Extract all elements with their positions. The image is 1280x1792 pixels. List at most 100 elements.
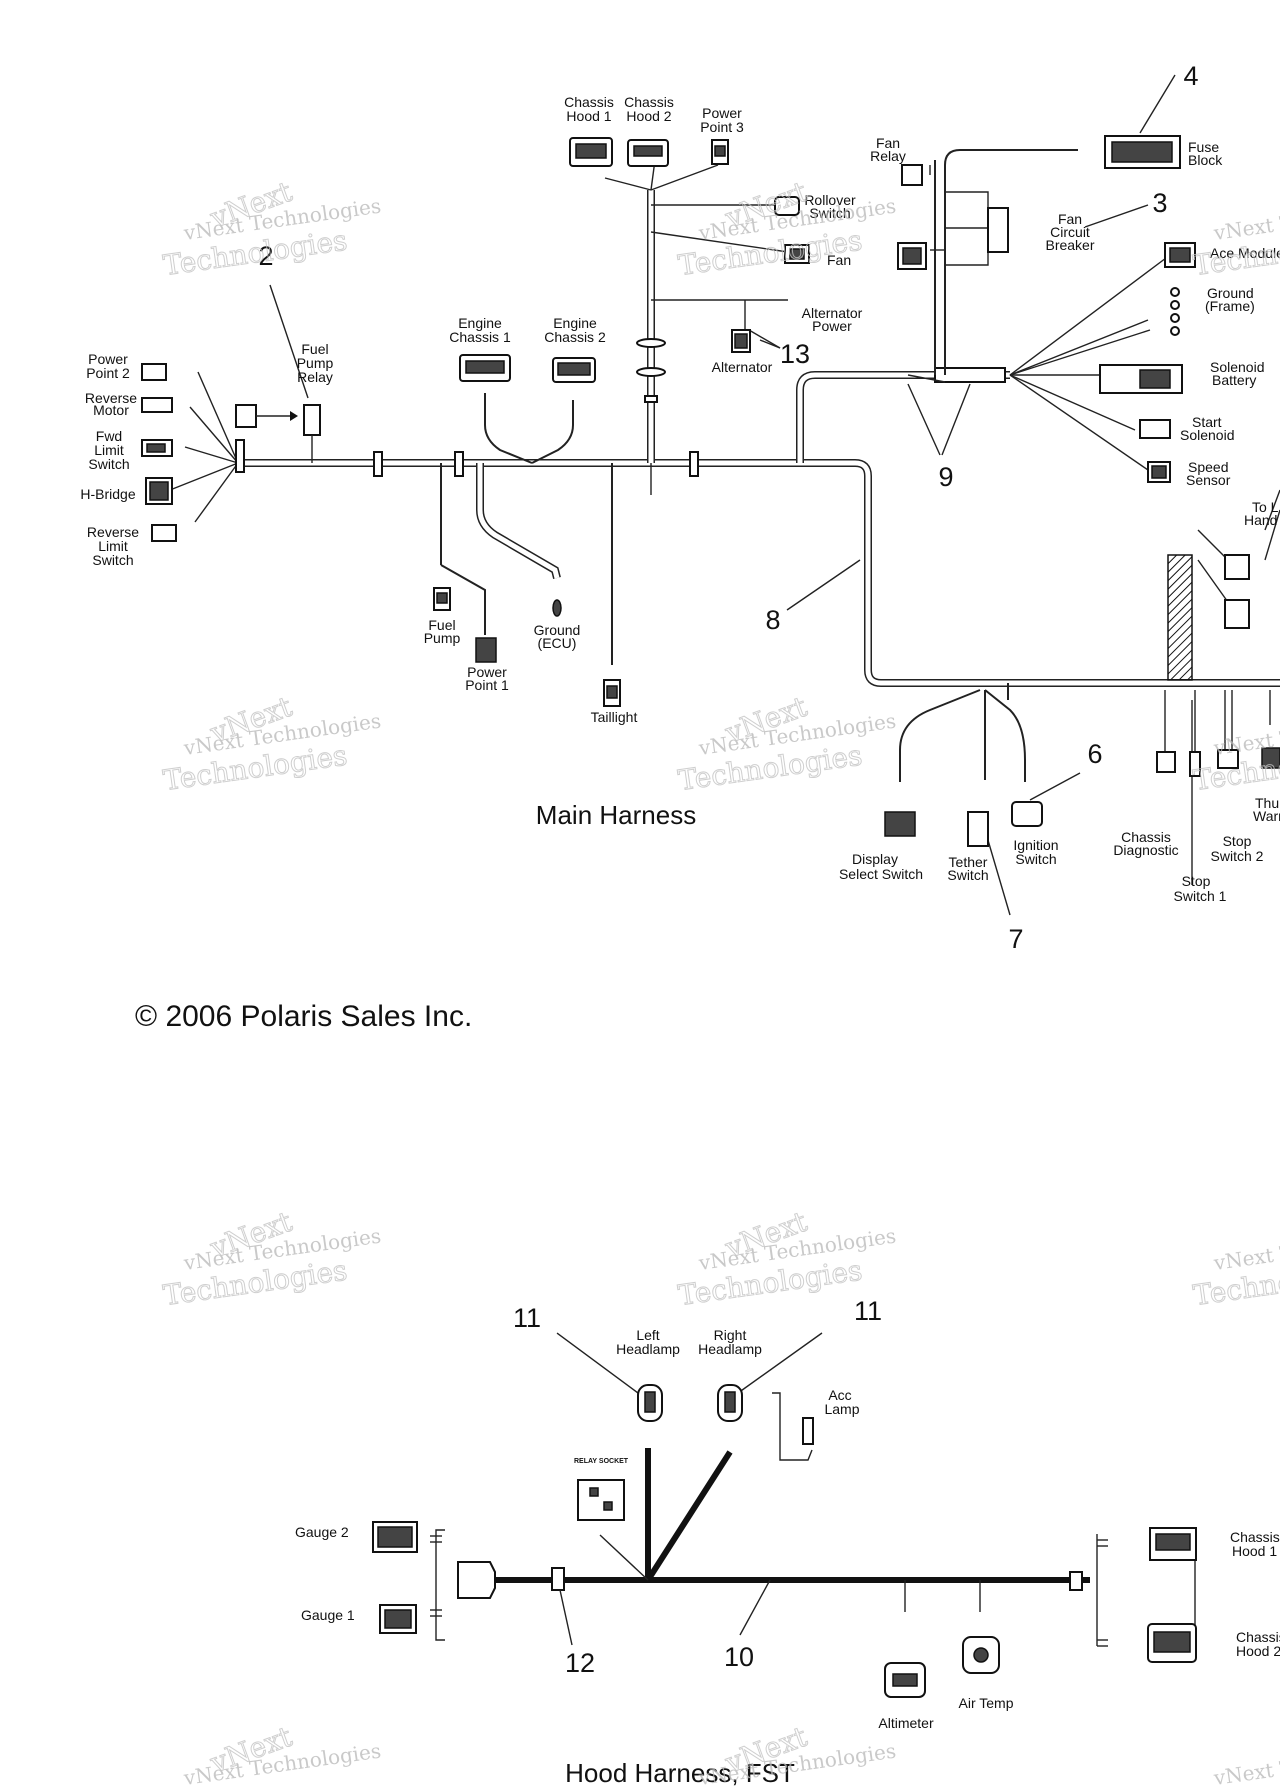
watermark-12: vNext Technologies [1211, 1739, 1280, 1791]
label-display-select-switch-l2: Select Switch [839, 866, 923, 882]
watermark-6: vNext Technologies Technologies [1191, 709, 1280, 798]
label-reverse-motor-l1: Reverse [85, 390, 137, 406]
label-start-solenoid-l2: Solenoid [1180, 427, 1235, 443]
reverse-limit-switch-connector [151, 524, 177, 542]
label-taillight: Taillight [591, 709, 638, 725]
callout-4: 4 [1183, 61, 1198, 91]
label-ground-ecu-l1: Ground [534, 622, 581, 638]
label-stop-switch-2-l2: Switch 2 [1211, 848, 1264, 864]
label-engine-chassis-2-l2: Chassis 2 [544, 329, 606, 345]
label-left-headlamp-l1: Left [636, 1327, 659, 1343]
display-select-switch-connector [884, 811, 916, 837]
label-chassis-hood-1-l2: Hood 1 [566, 108, 611, 124]
hood-harness-wires [430, 1332, 1196, 1647]
label-ground-frame-l1: Ground [1207, 285, 1254, 301]
label-fan-relay-l1: Fan [876, 135, 900, 151]
ground-ecu-connector [552, 599, 562, 617]
label-reverse-limit-switch-l2: Limit [98, 538, 128, 554]
svg-text:Ground(Frame): Ground(Frame) [1205, 285, 1255, 314]
label-chassis-hood-2-l2: Hood 2 [626, 108, 671, 124]
label-ignition-switch-l1: Ignition [1013, 837, 1058, 853]
label-right-headlamp-l2: Headlamp [698, 1341, 762, 1357]
label-acc-lamp-l2: Lamp [824, 1401, 859, 1417]
callout-11-left: 11 [513, 1303, 541, 1333]
label-to-handlebar-l1: To L [1252, 499, 1279, 515]
hood-callouts: 10 11 11 12 [513, 1296, 882, 1678]
watermark-3: vNext Technologies Technologies [1191, 194, 1280, 283]
label-chassis-hood-1-l1: Chassis [564, 94, 614, 110]
label-tether-switch-l1: Tether [949, 854, 988, 870]
label-chassis-diagnostic-l2: Diagnostic [1113, 842, 1178, 858]
main-harness-connectors [141, 135, 1280, 847]
label-fan-circuit-breaker-l3: Breaker [1045, 237, 1094, 253]
label-right-headlamp-l1: Right [714, 1327, 747, 1343]
label-h-bridge: H-Bridge [80, 486, 135, 502]
label-solenoid-battery-l1: Solenoid [1210, 359, 1265, 375]
watermark-9: vNext Technologies Technologies [1191, 1224, 1280, 1313]
label-alternator-power-l2: Power [812, 318, 852, 334]
label-fuse-block-l1: Fuse [1188, 139, 1219, 155]
power-point-1-connector [475, 637, 497, 663]
main-callouts: 2 3 4 6 7 8 9 13 [258, 61, 1198, 954]
callout-6: 6 [1087, 739, 1102, 769]
label-ground-ecu-l2: (ECU) [538, 635, 577, 651]
start-solenoid-connector [1139, 419, 1171, 439]
thumb-warmer-connector [1261, 747, 1280, 769]
hood-harness-title: Hood Harness, FST [565, 1758, 795, 1788]
label-chassis-hood-2-hood-l1: Chassis [1236, 1629, 1280, 1645]
label-alternator: Alternator [712, 359, 773, 375]
label-fwd-limit-switch-l2: Limit [94, 442, 124, 458]
ignition-switch-connector [1011, 801, 1043, 827]
label-fuel-pump-relay-l2: Pump [297, 355, 334, 371]
label-fan-relay-l2: Relay [870, 148, 906, 164]
callout-2: 2 [258, 241, 273, 271]
fan-circuit-breaker-connector [987, 207, 1009, 253]
label-fuel-pump-relay-l3: Relay [297, 369, 333, 385]
label-fan: Fan [827, 252, 851, 268]
callout-7: 7 [1008, 924, 1023, 954]
stop-switch-1-connector [1189, 751, 1201, 777]
label-engine-chassis-2-l1: Engine [553, 315, 597, 331]
label-power-point-3-l1: Power [702, 105, 742, 121]
label-to-handlebar-l2: Hand [1244, 512, 1277, 528]
rollover-switch-connector [774, 196, 800, 216]
label-tether-switch-l2: Switch [947, 867, 988, 883]
label-speed-sensor-l2: Sensor [1186, 472, 1231, 488]
label-fuel-pump-l2: Pump [424, 630, 461, 646]
svg-text:vNext Technologies: vNext Technologies [1211, 194, 1280, 246]
label-altimeter: Altimeter [878, 1715, 934, 1731]
power-point-2-connector [141, 363, 167, 381]
label-stop-switch-2-l1: Stop [1223, 833, 1252, 849]
fuel-pump-relay-body [235, 404, 257, 428]
label-power-point-3-l2: Point 3 [700, 119, 744, 135]
callout-8: 8 [765, 605, 780, 635]
callout-3: 3 [1152, 188, 1167, 218]
relay-socket-connector [577, 1479, 625, 1521]
callout-13: 13 [780, 339, 810, 369]
label-speed-sensor-l1: Speed [1188, 459, 1228, 475]
label-stop-switch-1-l2: Switch 1 [1174, 888, 1227, 904]
svg-text:Ground(ECU): Ground(ECU) [534, 622, 581, 651]
label-reverse-limit-switch-l1: Reverse [87, 524, 139, 540]
label-fuse-block-l2: Block [1188, 152, 1223, 168]
label-chassis-hood-2-hood-l2: Hood 2 [1236, 1643, 1280, 1659]
svg-text:vNext Technologies: vNext Technologies [1211, 1224, 1280, 1276]
callout-9: 9 [938, 462, 953, 492]
